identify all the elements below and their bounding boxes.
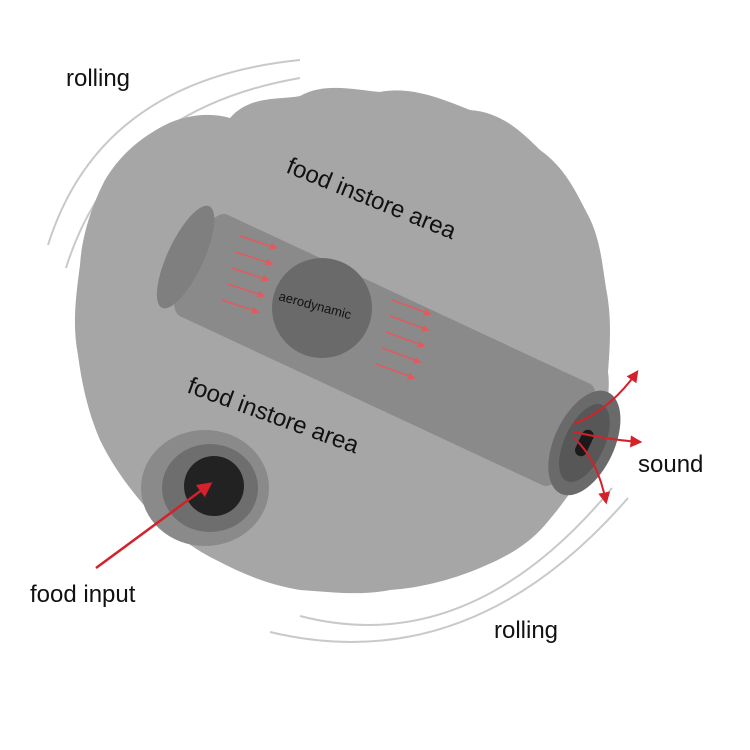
food-input-arrow [95,482,213,570]
rolling-label-top: rolling [66,65,130,92]
rolling-label-bottom: rolling [494,617,558,644]
food-input-label: food input [30,581,136,608]
tube-left-end [156,205,215,309]
airflow-arrows-right [375,299,432,380]
rolling-arc-bottom [269,487,629,643]
sound-label: sound [638,451,703,478]
sound-arrows [573,370,643,505]
tube-slot [575,429,594,457]
aerodynamic-hub [272,258,372,358]
airflow-arrows-left [221,235,278,314]
